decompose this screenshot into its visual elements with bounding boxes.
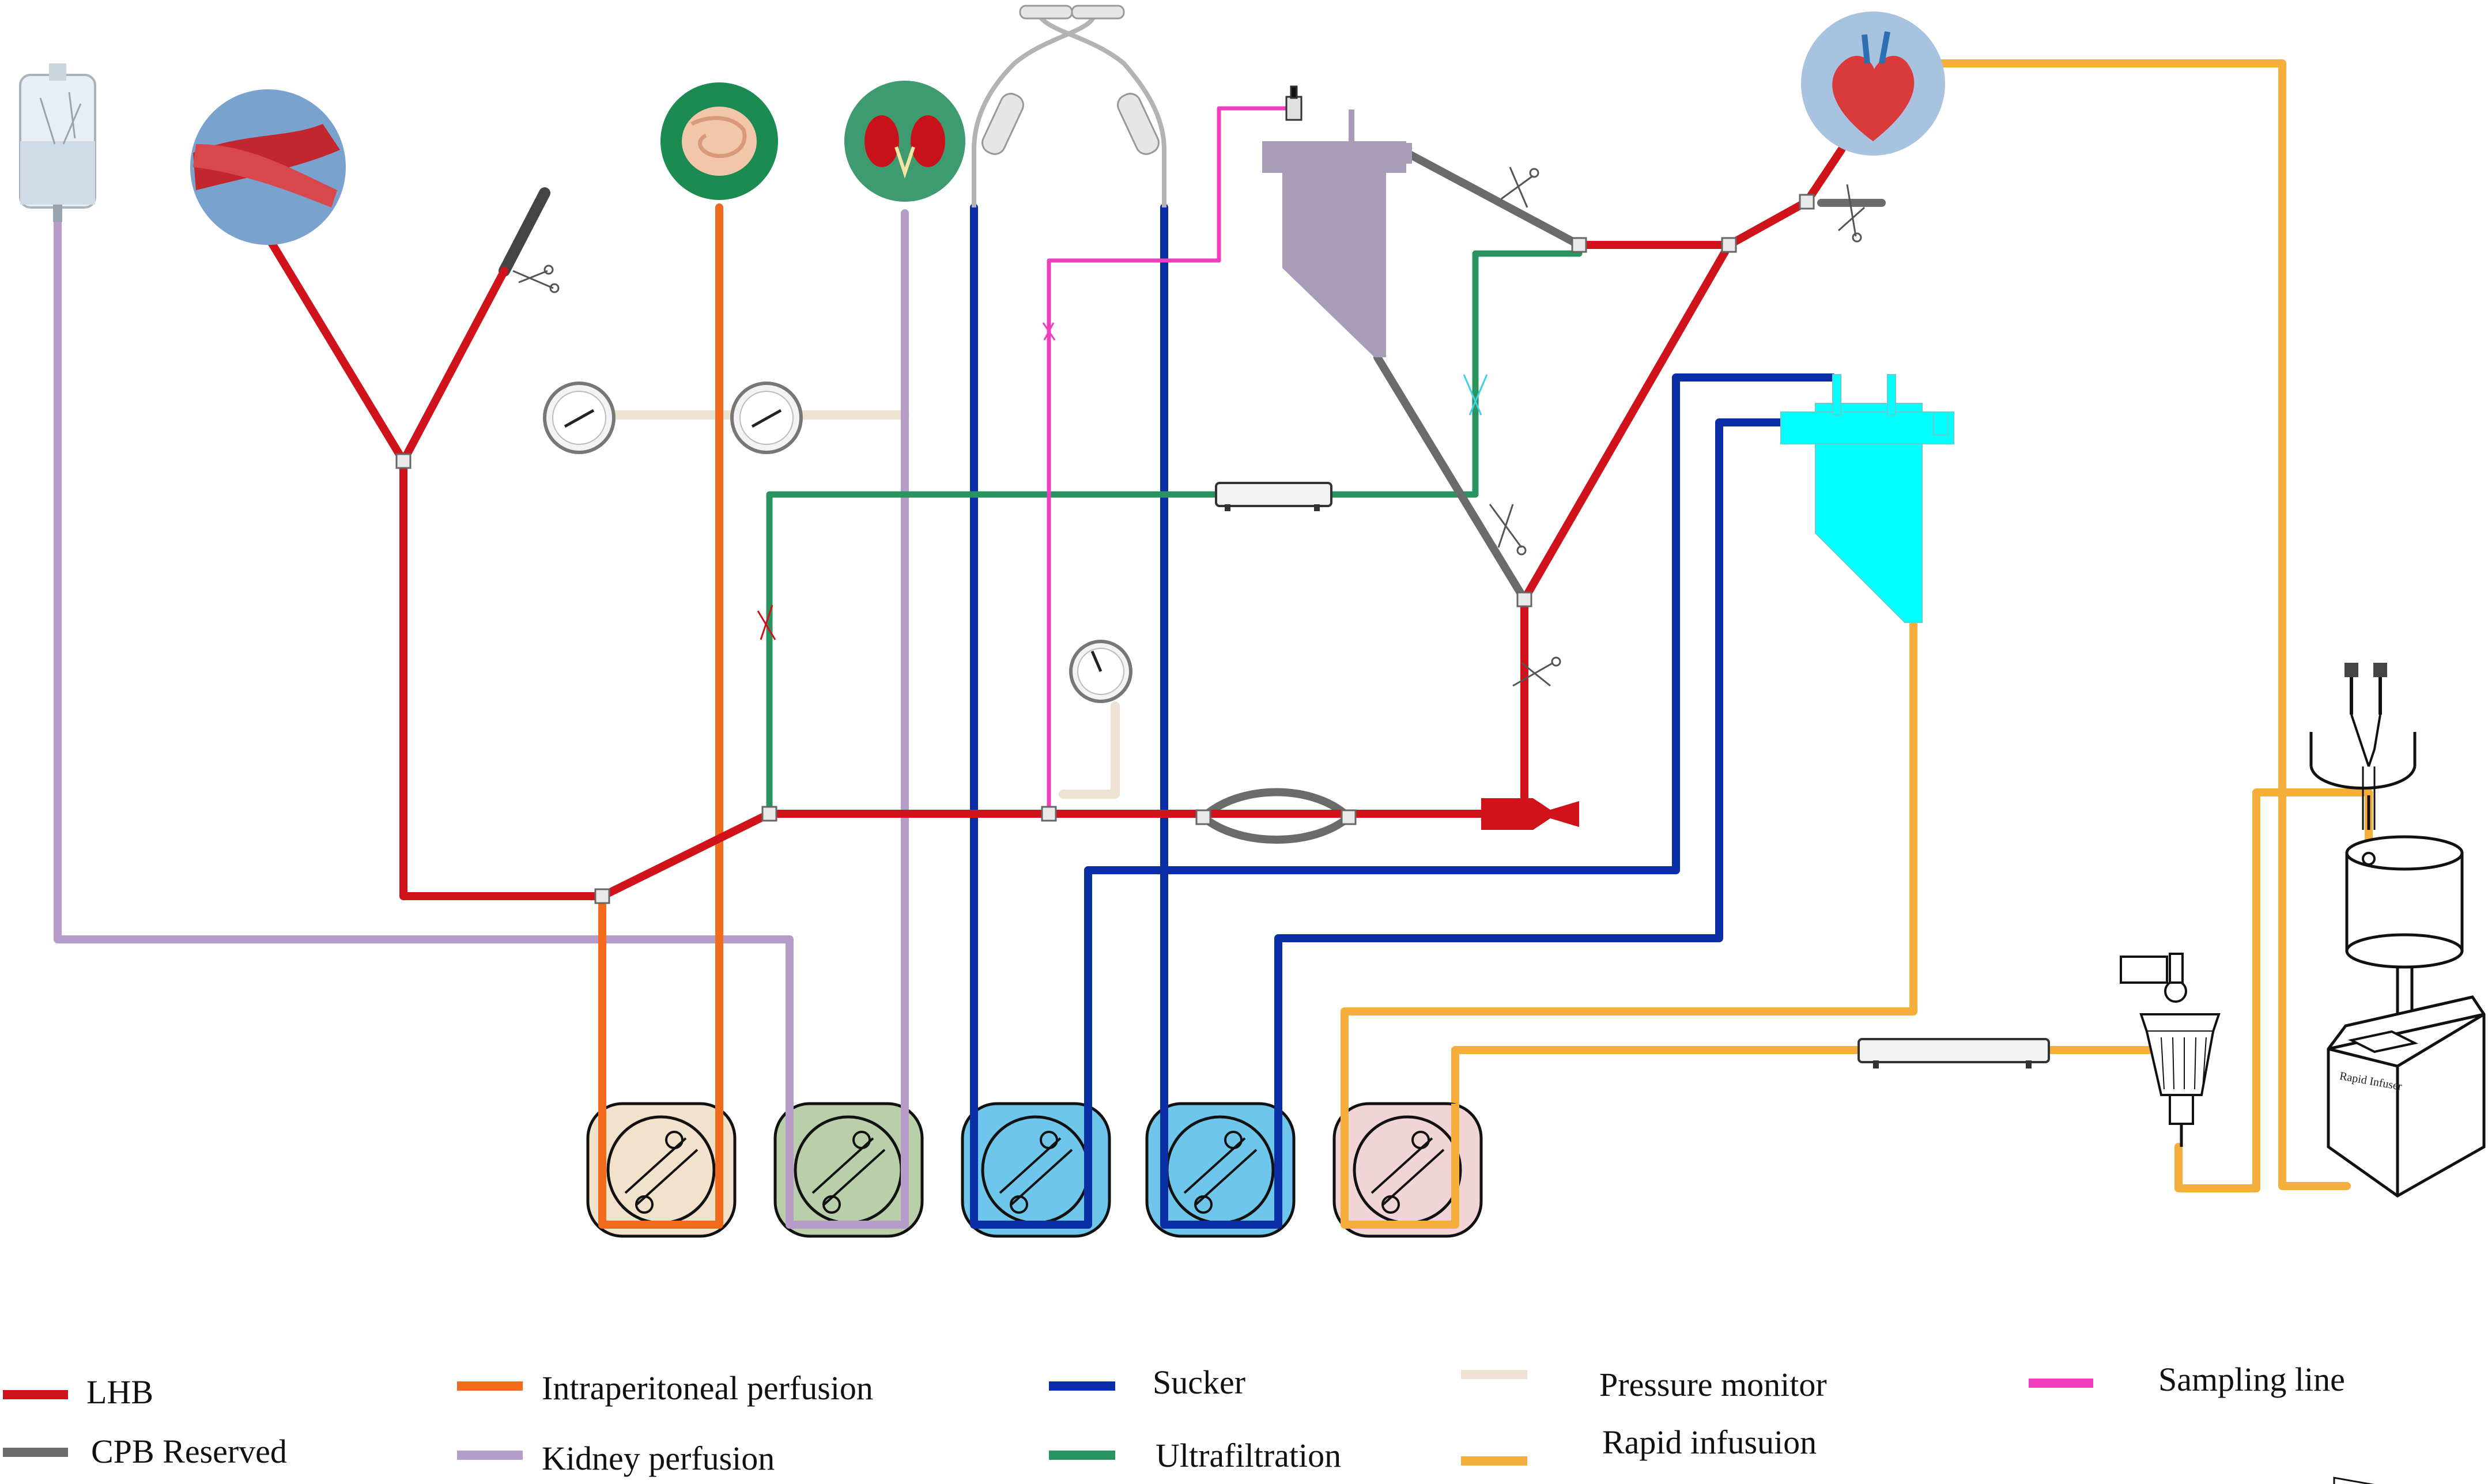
legend-item-rapid-infusion: Rapid infusuion bbox=[1461, 1423, 1817, 1466]
roller-pump-icon bbox=[1145, 1102, 1296, 1238]
rapid-infusion-lines bbox=[1341, 59, 2373, 1229]
pressure-gauge-icon bbox=[1069, 640, 1132, 703]
svg-text:Pressure monitor: Pressure monitor bbox=[1599, 1366, 1827, 1403]
infusion-filter bbox=[1857, 1038, 2050, 1068]
sucker-reservoir bbox=[1780, 374, 1954, 623]
pressure-monitor-lines bbox=[601, 410, 1120, 799]
clamp-icon bbox=[1042, 322, 1056, 341]
connectors bbox=[395, 194, 1815, 904]
bubble-trap bbox=[2120, 953, 2221, 1147]
legend-item-lhb: LHB bbox=[3, 1373, 153, 1411]
legend-item-sucker: Sucker bbox=[1049, 1364, 1245, 1401]
svg-text:LHB: LHB bbox=[86, 1373, 153, 1411]
ultrafilter bbox=[1215, 482, 1332, 511]
legend-item-pressure-monitor: Pressure monitor bbox=[1461, 1366, 1827, 1403]
svg-text:Intraperitoneal perfusion: Intraperitoneal perfusion bbox=[542, 1369, 873, 1407]
rapid-infuser-device: Rapid Infuser bbox=[2309, 663, 2486, 1484]
iv-bag-icon bbox=[19, 63, 96, 222]
intestine-icon bbox=[660, 82, 778, 200]
svg-text:Ultrafiltration: Ultrafiltration bbox=[1156, 1437, 1341, 1474]
intraperitoneal-perfusion-lines bbox=[598, 203, 723, 1229]
svg-text:Rapid infusuion: Rapid infusuion bbox=[1602, 1423, 1817, 1461]
roller-pump-icon bbox=[1332, 1102, 1483, 1238]
sucker-lines bbox=[970, 203, 1837, 1229]
legend-item-intraperitoneal-perfusion: Intraperitoneal perfusion bbox=[457, 1369, 873, 1407]
roller-pump-icon bbox=[773, 1102, 924, 1238]
sampling-lines bbox=[1047, 106, 1288, 818]
pressure-gauge-icon bbox=[730, 382, 803, 454]
clamp-icon bbox=[1463, 374, 1488, 416]
lhb-lines bbox=[232, 146, 1845, 900]
stopcock bbox=[1285, 85, 1302, 121]
kidney-perfusion-lines bbox=[54, 209, 909, 1229]
y-cannula-icon bbox=[972, 5, 1166, 207]
ultrafiltration-lines bbox=[766, 250, 1583, 817]
svg-text:Sucker: Sucker bbox=[1153, 1364, 1245, 1401]
kidney-icon bbox=[844, 81, 965, 202]
clamp-icon bbox=[757, 605, 776, 640]
cpb-reserved-lines bbox=[499, 147, 1886, 844]
blood-vessel-icon bbox=[190, 89, 346, 245]
legend-item-kidney-perfusion: Kidney perfusion bbox=[457, 1440, 775, 1477]
pressure-gauge-icon bbox=[543, 382, 616, 454]
legend: LHB CPB Reserved Intraperitoneal perfusi… bbox=[3, 1361, 2345, 1477]
svg-text:CPB Reserved: CPB Reserved bbox=[91, 1433, 287, 1470]
svg-text:Sampling line: Sampling line bbox=[2158, 1361, 2345, 1398]
clamp-icon bbox=[512, 167, 1865, 687]
cannula-connector bbox=[1481, 798, 1579, 830]
svg-text:Kidney perfusion: Kidney perfusion bbox=[542, 1440, 775, 1477]
legend-item-cpb-reserved: CPB Reserved bbox=[3, 1433, 287, 1470]
legend-item-ultrafiltration: Ultrafiltration bbox=[1049, 1437, 1341, 1474]
roller-pump-icon bbox=[586, 1102, 737, 1238]
lhb-reservoir bbox=[1262, 109, 1412, 357]
heart-icon bbox=[1801, 12, 1945, 156]
legend-item-sampling-line: Sampling line bbox=[2029, 1361, 2345, 1398]
